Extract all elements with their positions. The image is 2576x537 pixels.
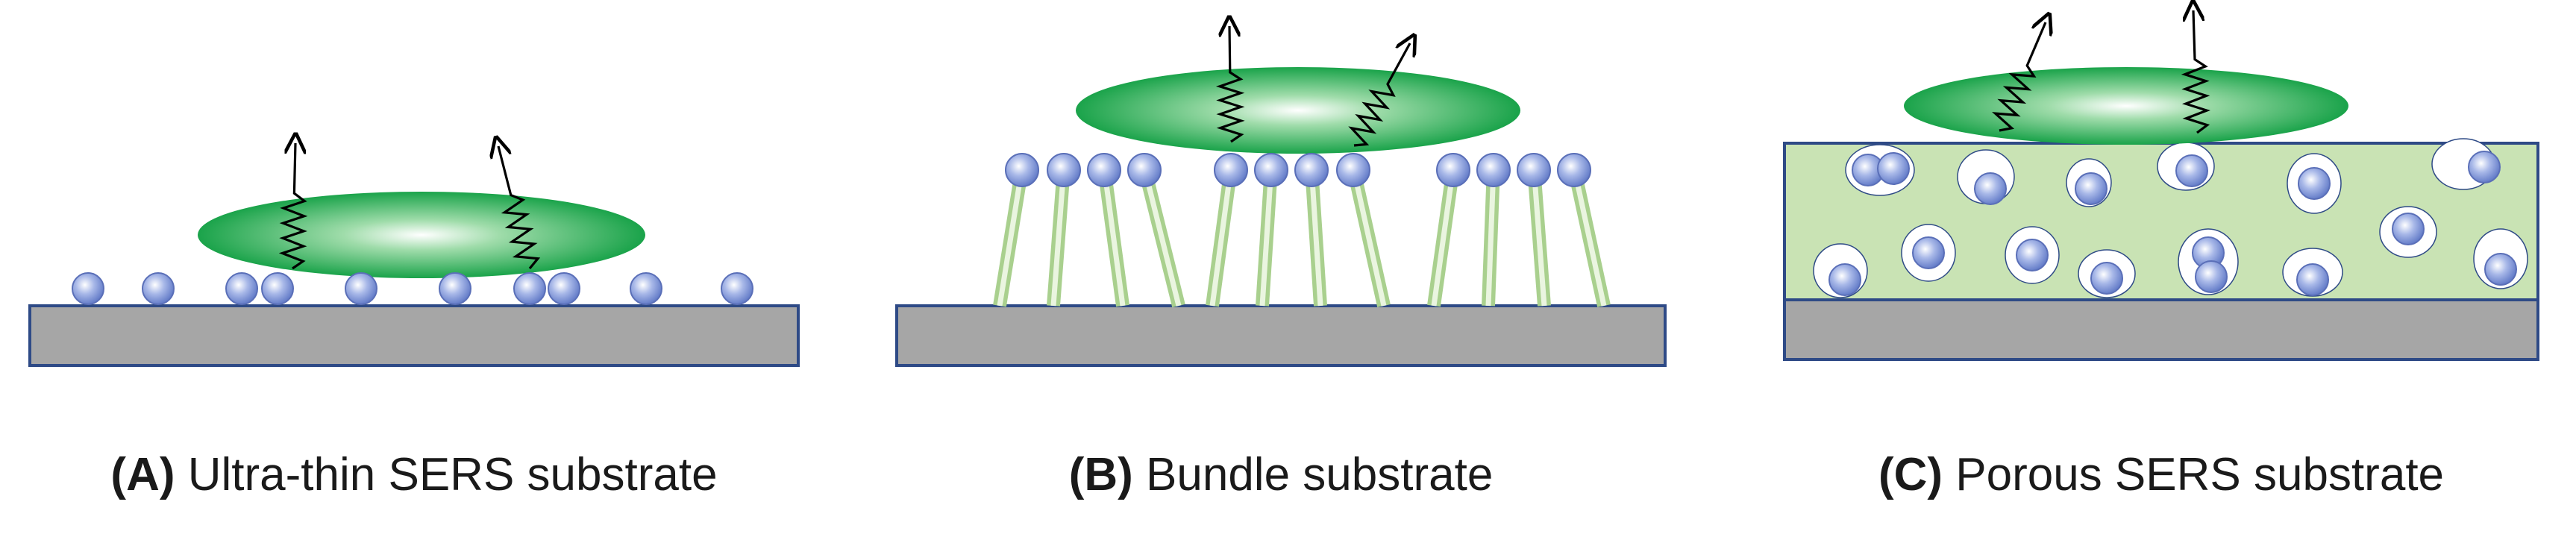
bundle-stem-highlight (1259, 167, 1274, 307)
bundle-stem-highlight (1350, 167, 1387, 307)
nanoparticle (1974, 172, 2007, 205)
caption-b: (B) Bundle substrate (897, 442, 1665, 509)
caption-c: (C) Porous SERS substrate (1784, 442, 2538, 509)
nanoparticle (2298, 167, 2331, 200)
nanoparticle (1828, 263, 1861, 296)
panel-c-pores (1813, 138, 2528, 298)
bundle-stem-highlight (1531, 167, 1547, 307)
nanoparticle (1336, 153, 1370, 187)
nanoparticle (225, 272, 258, 305)
panel-a (28, 143, 800, 367)
raman-signal-arrow (2181, 10, 2210, 134)
nanoparticle (630, 272, 662, 305)
panel-a-raman-signals (278, 143, 541, 270)
nanoparticle (2075, 172, 2108, 205)
nanoparticle (2090, 262, 2123, 295)
panel-b-bundle-stems (993, 166, 1611, 308)
nanoparticle (261, 272, 294, 305)
panel-b-nanoparticles (1005, 153, 1591, 187)
nanoparticle (1476, 153, 1511, 187)
caption-c-label: Porous SERS substrate (1955, 449, 2445, 500)
panel-b-substrate (895, 304, 1667, 367)
nanoparticle (2195, 260, 2228, 293)
raman-signal-arrow (1348, 43, 1410, 147)
bundle-stem-highlight (1431, 167, 1456, 307)
nanoparticle (1127, 153, 1162, 187)
bundle-stem-highlight (997, 167, 1025, 307)
panel-c-raman-signals (1992, 10, 2210, 134)
bundle-stem-highlight (1141, 167, 1182, 307)
nanoparticle (2016, 239, 2049, 271)
nanoparticle (439, 272, 471, 305)
caption-a-letter: (A) (110, 449, 175, 500)
panel-b (895, 26, 1667, 367)
panel-c-laser-spot (1904, 67, 2348, 145)
bundle-stem-highlight (1101, 167, 1126, 307)
caption-c-letter: (C) (1878, 449, 1943, 500)
bundle-stem-highlight (1485, 167, 1497, 307)
nanoparticle (1517, 153, 1551, 187)
nanoparticle (1087, 153, 1121, 187)
caption-a-label: Ultra-thin SERS substrate (187, 449, 718, 500)
nanoparticle (513, 272, 546, 305)
caption-a: (A) Ultra-thin SERS substrate (30, 442, 798, 509)
raman-signal-arrow (1215, 26, 1245, 143)
nanoparticle (548, 272, 580, 305)
nanoparticle (2484, 253, 2517, 286)
panel-a-substrate (28, 304, 800, 367)
caption-b-letter: (B) (1068, 449, 1133, 500)
panel-c (1783, 10, 2539, 361)
raman-signal-arrow (1992, 22, 2046, 132)
nanoparticle (1557, 153, 1591, 187)
nanoparticle (1436, 153, 1470, 187)
nanoparticle (1294, 153, 1329, 187)
bundle-stem-highlight (1209, 167, 1234, 307)
panel-a-laser-spot (198, 192, 645, 278)
nanoparticle (2175, 154, 2208, 187)
panel-a-nanoparticles (72, 272, 753, 305)
nanoparticle (1912, 236, 1945, 269)
nanoparticle (142, 272, 175, 305)
caption-b-label: Bundle substrate (1146, 449, 1494, 500)
bundle-stem-highlight (1309, 167, 1323, 307)
nanoparticle (1005, 153, 1039, 187)
panel-c-substrate (1783, 298, 2539, 361)
nanoparticle (2468, 151, 2501, 183)
nanoparticle (2296, 263, 2329, 296)
nanoparticle (1254, 153, 1288, 187)
nanoparticle (721, 272, 753, 305)
bundle-stem-highlight (1050, 167, 1067, 307)
nanoparticle (1214, 153, 1248, 187)
raman-signal-arrow (498, 146, 541, 270)
nanoparticle (1047, 153, 1081, 187)
panel-b-raman-signals (1215, 26, 1410, 147)
nanoparticle (72, 272, 104, 305)
panel-b-laser-spot (1076, 67, 1520, 154)
nanoparticle (345, 272, 377, 305)
bundle-stem-highlight (1571, 167, 1607, 307)
raman-signal-arrow (278, 143, 308, 270)
nanoparticle (1877, 152, 1910, 185)
nanoparticle (2392, 213, 2425, 245)
